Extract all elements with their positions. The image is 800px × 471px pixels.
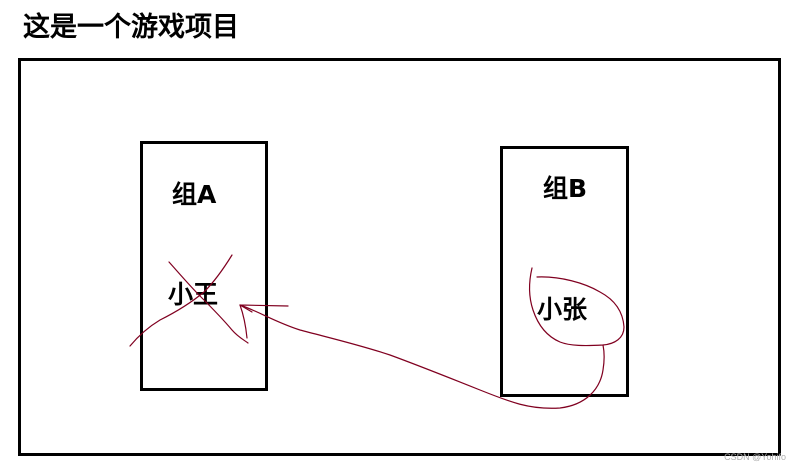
group-b-label: 组B [543,174,588,203]
group-a-member: 小王 [168,280,219,309]
group-a-label: 组A [172,180,217,209]
group-a-box [140,141,268,391]
watermark: CSDN @Yohifo [724,452,786,462]
group-b-member: 小张 [537,295,588,324]
game-project-frame [18,58,781,456]
page-title: 这是一个游戏项目 [23,12,239,43]
